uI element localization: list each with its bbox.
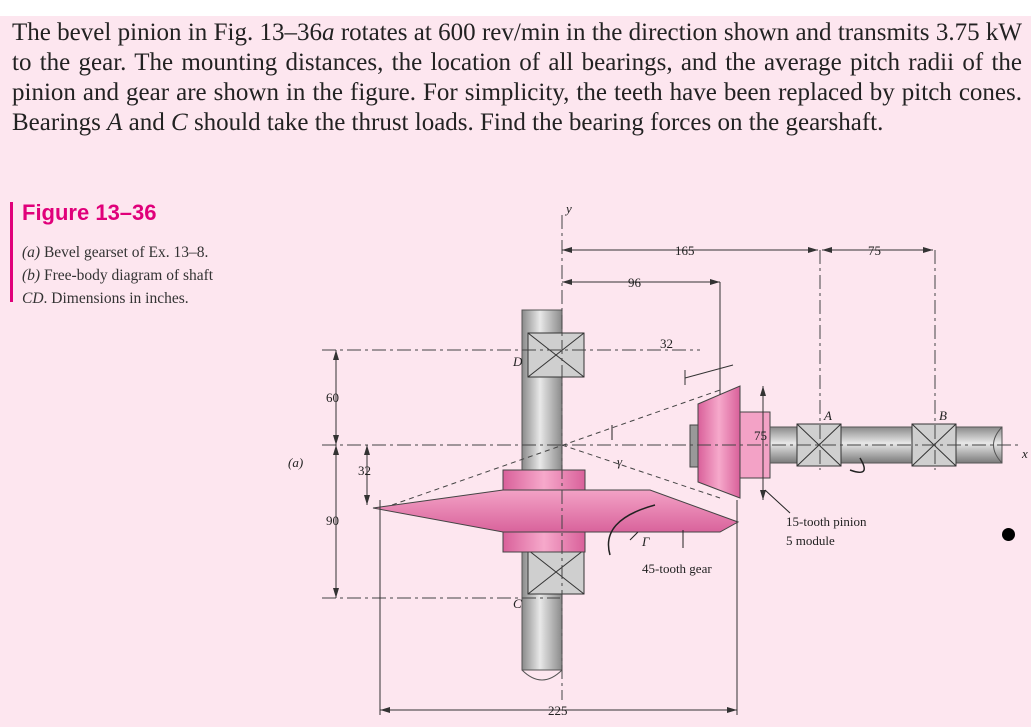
caption-line-a: (a) Bevel gearset of Ex. 13–8.: [22, 244, 208, 262]
shaft-break-right: [993, 426, 1003, 464]
dim-165: 165: [675, 243, 695, 258]
label-d: D: [512, 354, 523, 369]
problem-text-1: The bevel pinion in Fig. 13–36: [12, 19, 323, 46]
dim-75-top: 75: [868, 243, 881, 258]
dim-90: 90: [326, 513, 339, 528]
pitch-cone-lines: [391, 389, 721, 506]
panel-a-label: (a): [288, 455, 303, 470]
caption-b-text: Free-body diagram of shaft: [40, 267, 214, 284]
bevel-gear: [372, 469, 740, 553]
problem-text-4: should take the thrust loads. Find the b…: [187, 109, 884, 136]
shaft-break-bottom: [521, 669, 563, 681]
pinion-label-line2: 5 module: [786, 533, 835, 548]
Gamma-label: Γ: [641, 534, 650, 549]
x-axis-label: x: [1021, 446, 1028, 461]
dimension-arrows: [333, 247, 933, 713]
problem-text-2: rotates at 600 rev/min in the direction …: [12, 19, 1022, 136]
problem-text-3: and: [122, 109, 172, 136]
caption-a-label: (a): [22, 244, 41, 261]
caption-b2-text: . Dimensions in inches.: [43, 290, 189, 307]
label-a: A: [823, 408, 832, 423]
bearing-d: [527, 332, 585, 378]
cursor-dot: [1002, 528, 1015, 541]
caption-b-label: (b): [22, 267, 41, 284]
figure-title: Figure 13–36: [22, 200, 157, 225]
caption-a-text: Bevel gearset of Ex. 13–8.: [40, 244, 209, 261]
dim-60: 60: [326, 390, 339, 405]
gear-rotation-arrow: [607, 504, 656, 556]
Gamma-arrow: [629, 531, 639, 541]
gamma-label: γ: [617, 454, 623, 469]
top-band: [0, 0, 1031, 16]
caption-line-b2: CD. Dimensions in inches.: [22, 290, 189, 308]
y-axis-label: y: [564, 201, 572, 216]
bearing-c: [527, 549, 585, 595]
label-c: C: [513, 596, 522, 611]
label-b: B: [939, 408, 947, 423]
dim-32-top: 32: [660, 336, 673, 351]
dimension-lines: [335, 249, 933, 715]
problem-fig-italic: a: [322, 19, 335, 46]
caption-b2-label: CD: [22, 290, 44, 307]
dim-32-left: 32: [358, 463, 371, 478]
bearing-c-ref: C: [171, 109, 188, 136]
bearing-a-ref: A: [107, 109, 123, 136]
caption-accent-bar: [10, 202, 13, 302]
problem-statement: The bevel pinion in Fig. 13–36a rotates …: [12, 18, 1022, 138]
pinion-rotation-arrow: [849, 457, 865, 473]
centerlines: [322, 215, 1020, 700]
dim-75-pinion: 75: [754, 428, 767, 443]
caption-line-b: (b) Free-body diagram of shaft: [22, 267, 213, 285]
dim-225: 225: [548, 703, 568, 718]
gear-label: 45-tooth gear: [642, 561, 712, 576]
dim-96: 96: [628, 275, 642, 290]
pinion-label-line1: 15-tooth pinion: [786, 514, 867, 529]
pinion-label-leader: [764, 489, 791, 514]
